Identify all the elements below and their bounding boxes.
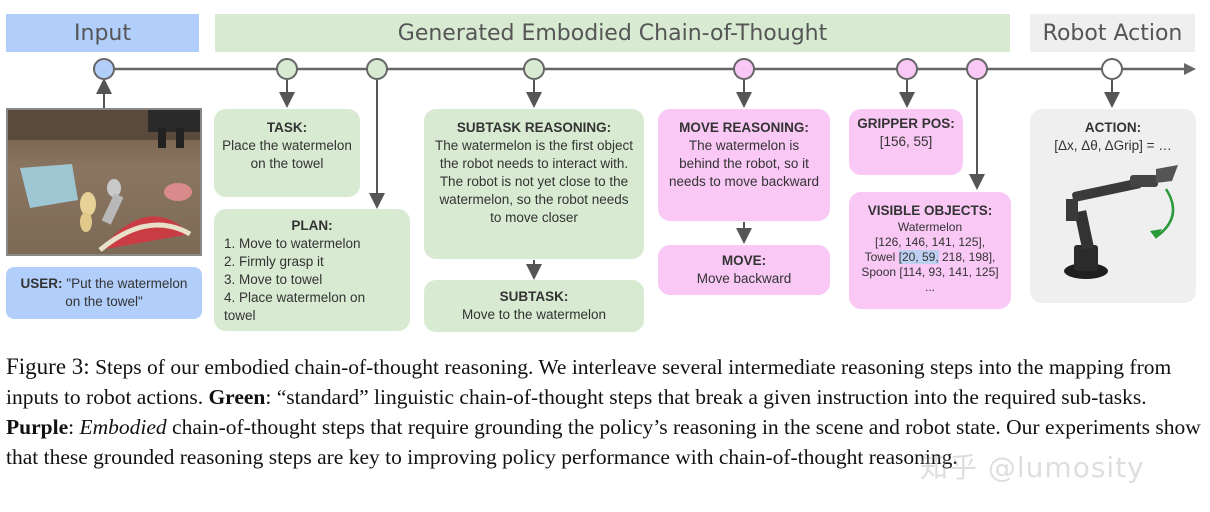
- action-header: Robot Action: [1030, 14, 1195, 52]
- user-label: USER:: [20, 276, 63, 291]
- plan-step: 3. Move to towel: [224, 272, 323, 287]
- action-label: ACTION:: [1084, 120, 1142, 135]
- move-label: MOVE:: [721, 253, 767, 268]
- task-box: TASK: Place the watermelon on the towel: [214, 109, 360, 197]
- plan-steps: 1. Move to watermelon 2. Firmly grasp it…: [224, 235, 400, 325]
- timeline-diagram: [93, 58, 1196, 280]
- task-text: Place the watermelon on the towel: [222, 138, 352, 171]
- caption-label: Figure 3:: [6, 354, 90, 379]
- user-instruction: USER: "Put the watermelon on the towel": [6, 267, 202, 319]
- visible-objects-box: VISIBLE OBJECTS: Watermelon [126, 146, 1…: [849, 192, 1011, 309]
- caption-text: chain-of-thought steps that require grou…: [6, 415, 1201, 469]
- highlighted-coordinates: [20, 59,: [898, 250, 939, 264]
- caption-text: : “standard” linguistic chain-of-thought…: [265, 385, 1147, 409]
- robot-arm-illustration: [1064, 165, 1178, 279]
- subtask-box: SUBTASK: Move to the watermelon: [424, 280, 644, 332]
- move-box: MOVE: Move backward: [658, 245, 830, 295]
- user-text: "Put the watermelon on the towel": [65, 276, 188, 309]
- caption-text: Steps of our embodied chain-of-thought r…: [6, 355, 1172, 409]
- visible-objects-list: Watermelon [126, 146, 141, 125], Towel […: [853, 220, 1007, 295]
- caption-purple: Purple: [6, 415, 69, 439]
- object-line: Towel [20, 59, 218, 198],: [853, 250, 1007, 265]
- object-line: Watermelon: [897, 220, 963, 234]
- input-header: Input: [6, 14, 199, 52]
- gripper-box: GRIPPER POS: [156, 55]: [849, 109, 963, 175]
- plan-step: 4. Place watermelon on towel: [224, 290, 366, 323]
- object-line: Spoon [114, 93, 141, 125]: [861, 265, 999, 279]
- node-action: [1101, 58, 1123, 80]
- timeline-arrowhead: [1184, 63, 1196, 75]
- object-name: Towel: [864, 250, 899, 264]
- plan-step: 2. Firmly grasp it: [224, 254, 324, 269]
- move-reasoning-box: MOVE REASONING: The watermelon is behind…: [658, 109, 830, 221]
- visible-objects-label: VISIBLE OBJECTS:: [867, 203, 993, 218]
- caption-text: :: [68, 415, 80, 439]
- subtask-reasoning-text: The watermelon is the first object the r…: [434, 138, 634, 225]
- gripper-text: [156, 55]: [879, 134, 933, 149]
- object-line: [126, 146, 141, 125],: [874, 235, 986, 249]
- node-task: [276, 58, 298, 80]
- task-label: TASK:: [266, 120, 308, 135]
- node-visible: [966, 58, 988, 80]
- node-input: [93, 58, 115, 80]
- subtask-label: SUBTASK:: [499, 289, 569, 304]
- plan-step: 1. Move to watermelon: [224, 236, 361, 251]
- watermark: 知乎 @lumosity: [920, 451, 1145, 484]
- node-gripper: [896, 58, 918, 80]
- node-subtask: [523, 58, 545, 80]
- plan-box: PLAN: 1. Move to watermelon 2. Firmly gr…: [214, 209, 410, 331]
- subtask-reasoning-label: SUBTASK REASONING:: [456, 120, 612, 135]
- cot-header: Generated Embodied Chain-of-Thought: [215, 14, 1010, 52]
- node-move: [733, 58, 755, 80]
- object-line: ...: [924, 280, 935, 294]
- caption-embodied: Embodied: [79, 415, 167, 439]
- node-plan: [366, 58, 388, 80]
- action-box: ACTION: [Δx, Δθ, ΔGrip] = …: [1030, 109, 1196, 303]
- move-text: Move backward: [696, 271, 792, 286]
- plan-label: PLAN:: [291, 218, 333, 233]
- gripper-label: GRIPPER POS:: [857, 116, 955, 131]
- subtask-reasoning-box: SUBTASK REASONING: The watermelon is the…: [424, 109, 644, 259]
- scene-image: [6, 108, 202, 256]
- caption-green: Green: [208, 385, 266, 409]
- move-reasoning-text: The watermelon is behind the robot, so i…: [668, 138, 820, 189]
- subtask-text: Move to the watermelon: [461, 307, 607, 322]
- figure-caption: Figure 3: Steps of our embodied chain-of…: [6, 352, 1202, 472]
- object-coordinates: 218, 198],: [938, 250, 996, 264]
- move-reasoning-label: MOVE REASONING:: [679, 120, 809, 135]
- action-text: [Δx, Δθ, ΔGrip] = …: [1054, 138, 1172, 153]
